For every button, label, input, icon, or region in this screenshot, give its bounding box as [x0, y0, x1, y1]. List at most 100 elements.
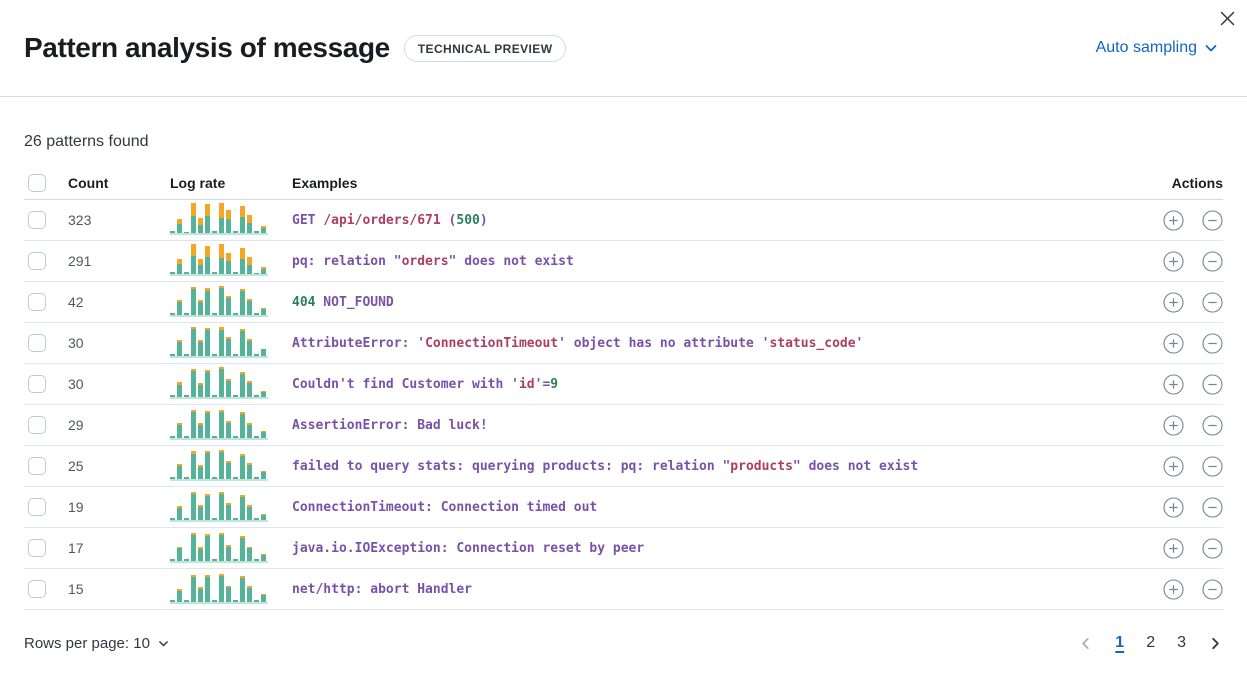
- filter-in-pattern-button[interactable]: [1163, 291, 1184, 313]
- sparkline-bar: [198, 547, 203, 561]
- chevron-down-icon: [157, 637, 170, 650]
- filter-in-pattern-button[interactable]: [1163, 455, 1184, 477]
- filter-in-pattern-button[interactable]: [1163, 209, 1184, 231]
- sparkline-bar: [254, 231, 259, 233]
- sparkline-bar: [233, 559, 238, 561]
- sparkline-bar: [191, 451, 196, 479]
- sparkline-bar: [212, 600, 217, 602]
- row-checkbox[interactable]: [28, 498, 46, 516]
- filter-in-pattern-button[interactable]: [1163, 578, 1184, 600]
- row-checkbox[interactable]: [28, 293, 46, 311]
- column-header-count: Count: [68, 175, 109, 191]
- filter-out-pattern-button[interactable]: [1202, 537, 1223, 562]
- sparkline-bar: [170, 272, 175, 274]
- page-number-1[interactable]: 1: [1115, 634, 1125, 651]
- sparkline-bar: [205, 246, 210, 274]
- filter-in-pattern-button[interactable]: [1163, 373, 1184, 395]
- sparkline-bar: [261, 349, 266, 356]
- filter-out-pattern-button[interactable]: [1202, 455, 1223, 477]
- sparkline-bar: [177, 219, 182, 233]
- filter-in-pattern-button[interactable]: [1163, 250, 1184, 272]
- log-rate-chart: [170, 286, 268, 317]
- filter-in-pattern-button[interactable]: [1163, 496, 1184, 518]
- row-example: failed to query stats: querying products…: [292, 458, 919, 474]
- sampling-dropdown[interactable]: Auto sampling: [1096, 39, 1219, 57]
- row-example: AssertionError: Bad luck!: [292, 417, 488, 433]
- sparkline-bar: [191, 369, 196, 397]
- filter-out-pattern-button[interactable]: [1202, 578, 1223, 600]
- sparkline-bar: [233, 354, 238, 356]
- sparkline-bar: [198, 340, 203, 356]
- row-count: 323: [68, 212, 92, 228]
- sparkline-bar: [233, 272, 238, 274]
- row-checkbox[interactable]: [28, 375, 46, 393]
- sparkline-bar: [247, 257, 252, 274]
- filter-in-pattern-button[interactable]: [1163, 332, 1184, 354]
- filter-out-pattern-button[interactable]: [1202, 373, 1223, 395]
- sparkline-bar: [254, 436, 259, 438]
- filter-out-pattern-button[interactable]: [1202, 414, 1223, 436]
- table-header-row: Count Log rate Examples Actions: [24, 167, 1223, 200]
- row-checkbox[interactable]: [28, 539, 46, 557]
- technical-preview-badge: TECHNICAL PREVIEW: [403, 34, 567, 62]
- log-rate-chart: [170, 533, 268, 563]
- sparkline-bar: [247, 505, 252, 520]
- sparkline-bar: [219, 450, 224, 479]
- filter-out-pattern-button[interactable]: [1202, 250, 1223, 272]
- row-example: net/http: abort Handler: [292, 581, 473, 597]
- row-checkbox[interactable]: [28, 457, 46, 475]
- sparkline-bar: [254, 395, 259, 397]
- sparkline-bar: [261, 226, 266, 233]
- sparkline-bar: [198, 300, 203, 315]
- row-example: ConnectionTimeout: Connection timed out: [292, 499, 598, 515]
- row-checkbox[interactable]: [28, 416, 46, 434]
- sparkline-bar: [198, 423, 203, 438]
- sparkline-bar: [247, 463, 252, 479]
- rows-per-page-dropdown[interactable]: Rows per page: 10: [24, 635, 170, 652]
- sparkline-bar: [205, 411, 210, 438]
- sparkline-bar: [205, 451, 210, 479]
- sparkline-bar: [205, 328, 210, 356]
- row-checkbox[interactable]: [28, 252, 46, 270]
- sparkline-bar: [254, 354, 259, 356]
- log-rate-chart: [170, 574, 268, 604]
- previous-page-icon[interactable]: [1078, 636, 1093, 651]
- filter-out-pattern-button[interactable]: [1202, 209, 1223, 231]
- sparkline-bar: [254, 273, 259, 274]
- patterns-table: Count Log rate Examples Actions 323: [24, 167, 1223, 610]
- filter-out-pattern-button[interactable]: [1202, 332, 1223, 357]
- row-checkbox[interactable]: [28, 334, 46, 352]
- table-row: 29: [24, 405, 1223, 446]
- page-number-3[interactable]: 3: [1177, 634, 1186, 651]
- filter-out-pattern-button[interactable]: [1202, 291, 1223, 313]
- row-example: java.io.IOException: Connection reset by…: [292, 540, 645, 556]
- row-checkbox[interactable]: [28, 580, 46, 598]
- sparkline-bar: [191, 287, 196, 315]
- sparkline-bar: [198, 505, 203, 520]
- column-header-log-rate: Log rate: [170, 175, 226, 191]
- select-all-checkbox[interactable]: [28, 174, 46, 192]
- close-icon[interactable]: [1213, 4, 1241, 32]
- sparkline-bar: [191, 327, 196, 356]
- table-row: 15: [24, 569, 1223, 610]
- filter-in-pattern-button[interactable]: [1163, 414, 1184, 439]
- minus-circle-icon: [1202, 537, 1223, 562]
- sparkline-bar: [240, 372, 245, 397]
- filter-in-pattern-button[interactable]: [1163, 537, 1184, 559]
- sparkline-bar: [177, 259, 182, 274]
- sparkline-bar: [226, 337, 231, 356]
- sparkline-bar: [240, 206, 245, 233]
- page-number-2[interactable]: 2: [1146, 634, 1156, 651]
- next-page-icon[interactable]: [1208, 636, 1223, 651]
- minus-circle-icon: [1202, 332, 1223, 357]
- pagination: 1 2 3: [1078, 634, 1223, 652]
- row-checkbox[interactable]: [28, 211, 46, 229]
- sparkline-bar: [226, 461, 231, 479]
- filter-out-pattern-button[interactable]: [1202, 496, 1223, 518]
- sparkline-bar: [191, 533, 196, 561]
- sparkline-bar: [247, 423, 252, 438]
- sparkline-bar: [240, 248, 245, 274]
- plus-circle-icon: [1163, 414, 1184, 439]
- sparkline-bar: [240, 454, 245, 479]
- sparkline-bar: [198, 465, 203, 479]
